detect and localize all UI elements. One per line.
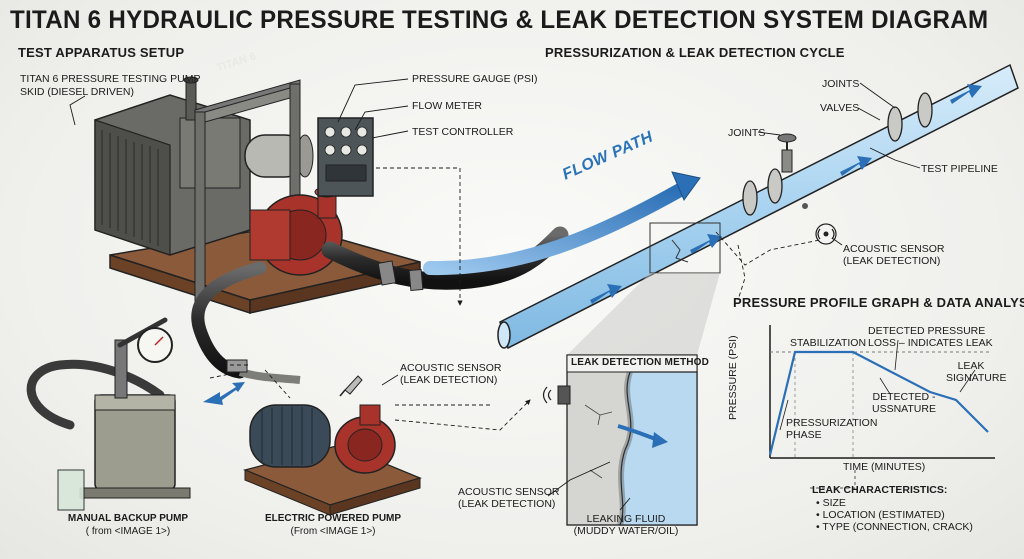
caption-manual-pump: MANUAL BACKUP PUMP — [67, 513, 189, 524]
label-valves: VALVES — [820, 102, 860, 114]
label-test-pipeline: TEST PIPELINE — [921, 163, 998, 175]
graph-label-detected-1: DETECTED - — [872, 391, 936, 403]
label-pump-skid-line1: TITAN 6 PRESSURE TESTING PUMP — [20, 73, 201, 85]
caption-electric-pump: ELECTRIC POWERED PUMP — [264, 513, 402, 524]
section-title-graph: PRESSURE PROFILE GRAPH & DATA ANALYSIS — [733, 295, 1024, 310]
leader-lines — [69, 78, 921, 511]
graph-label-pressure-loss-2: LOSS – INDICATES LEAK — [868, 337, 993, 349]
label-acoustic-sensor-right-2: (LEAK DETECTION) — [843, 255, 941, 267]
label-joints-left: JOINTS — [728, 127, 766, 139]
label-pressure-gauge: PRESSURE GAUGE (psi) — [412, 73, 538, 85]
section-title-setup: TEST APPARATUS SETUP — [18, 45, 185, 60]
graph-label-detected-2: USSNATURE — [872, 403, 936, 415]
label-joints-top: JOINTS — [822, 78, 860, 90]
graph-label-leak-signature-2: SIGNATURE — [946, 372, 1007, 384]
electric-pump-illustration — [226, 359, 422, 516]
section-title-cycle: PRESSURIZATION & LEAK DETECTION CYCLE — [545, 45, 845, 60]
leak-characteristic-item: • SIZE — [816, 497, 846, 509]
test-pipeline — [497, 63, 1019, 350]
flow-path-arrow — [423, 183, 687, 276]
label-leaking-fluid-1: LEAKING FLUID — [586, 513, 666, 525]
leak-characteristic-item: • TYPE (CONNECTION, CRACK) — [816, 521, 973, 533]
leak-detection-method-panel — [542, 273, 720, 527]
label-pump-skid-line2: SKID (DIESEL DRIVEN) — [20, 86, 134, 98]
label-acoustic-sensor-mid-1: ACOUSTIC SENSOR — [400, 362, 502, 374]
label-acoustic-sensor-bottom-2: (LEAK DETECTION) — [458, 498, 556, 510]
leak-characteristic-item: • LOCATION (ESTIMATED) — [816, 509, 945, 521]
page-title: TITAN 6 HYDRAULIC PRESSURE TESTING & LEA… — [10, 6, 989, 34]
graph-y-axis-label: PRESSURE (psi) — [727, 335, 739, 420]
pressure-curve — [768, 350, 989, 456]
label-test-controller: TEST CONTROLLER — [412, 126, 514, 138]
graph-label-stabilization: STABILIZATION — [790, 337, 867, 349]
label-leaking-fluid-2: (MUDDY WATER/OIL) — [573, 525, 679, 537]
graph-label-pressurization-2: PHASE — [786, 429, 822, 441]
graph-label-pressure-loss-1: DETECTED PRESSURE — [868, 325, 986, 337]
caption-manual-pump-source: ( from <IMAGE 1>) — [85, 526, 171, 537]
graph-label-pressurization-1: PRESSURIZATION — [786, 417, 878, 429]
label-acoustic-sensor-mid-2: (LEAK DETECTION) — [400, 374, 498, 386]
manual-backup-pump-illustration — [26, 317, 191, 511]
leak-characteristics-title: LEAK CHARACTERISTICS: — [812, 484, 948, 496]
label-acoustic-sensor-right-1: ACOUSTIC SENSOR — [843, 243, 945, 255]
leak-method-panel-title: LEAK DETECTION METHOD — [571, 357, 710, 368]
label-flow-meter: FLOW METER — [412, 100, 482, 112]
suction-hose — [191, 261, 267, 379]
graph-label-leak-signature-1: LEAK — [957, 360, 985, 372]
dashed-connectors — [209, 167, 821, 431]
pressure-profile-graph — [768, 325, 995, 489]
acoustic-sensor-probe — [339, 375, 363, 397]
graph-x-axis-label: TIME (minutes) — [843, 461, 926, 473]
test-controller-panel — [317, 117, 374, 197]
label-acoustic-sensor-bottom-1: ACOUSTIC SENSOR — [458, 486, 560, 498]
acoustic-sensor-icon — [815, 223, 837, 245]
caption-electric-pump-source: (From <IMAGE 1>) — [290, 526, 376, 537]
